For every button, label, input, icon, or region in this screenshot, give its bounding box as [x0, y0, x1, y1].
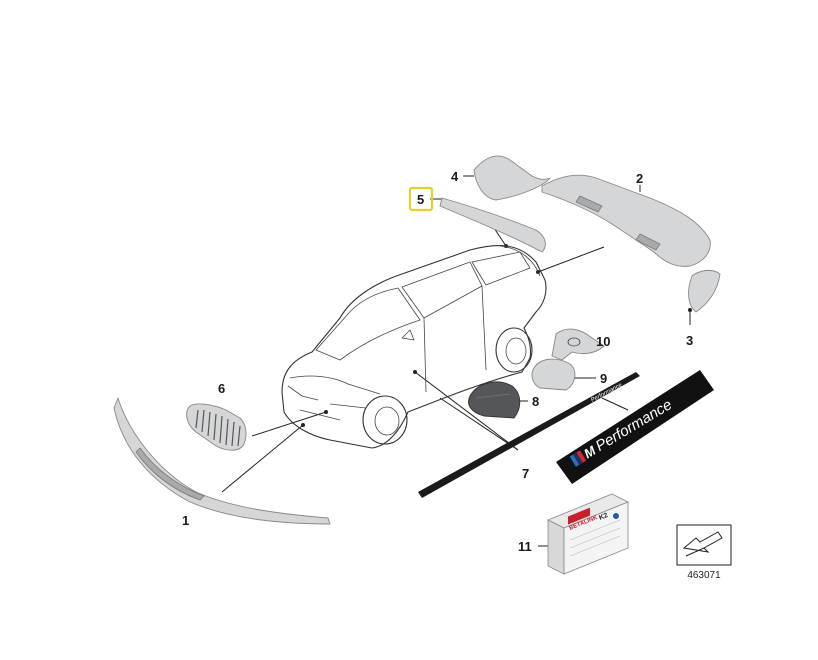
part-5-roof-spoiler [439, 197, 546, 253]
part-10-mirror-bracket [551, 328, 605, 361]
part-3-right-flap [688, 269, 721, 313]
part-number-4: 4 [451, 169, 459, 184]
part-number-5: 5 [417, 192, 424, 207]
part-number-8: 8 [532, 394, 539, 409]
part-1-front-lip [113, 397, 331, 525]
part-number-9: 9 [600, 371, 607, 386]
leader-lines [221, 175, 692, 547]
part-number-3: 3 [686, 333, 693, 348]
vehicle-outline [281, 245, 547, 449]
part-6-kidney-grille [186, 403, 247, 451]
diagram-id-text: 463071 [687, 570, 721, 581]
kit-model-text: K2 [598, 512, 609, 522]
part-9-mirror-cap [531, 358, 576, 391]
decal-large-text: Performance [593, 396, 675, 455]
part-number-10: 10 [596, 334, 610, 349]
part-number-7: 7 [522, 466, 529, 481]
part-number-2: 2 [636, 171, 643, 186]
part-labels: 1 2 3 4 5 6 7 8 9 10 11 [182, 169, 693, 554]
diagram-id-block: 463071 [676, 524, 732, 581]
part-number-11: 11 [518, 539, 532, 554]
part-8-carbon-mirror-cap [468, 381, 521, 419]
part-4-left-flap [473, 155, 551, 201]
highlight-box-5 [408, 186, 434, 212]
part-number-6: 6 [218, 381, 225, 396]
part-2-rear-diffuser [541, 174, 711, 267]
part-11-kit-box: BETALINK K2 [547, 493, 629, 575]
part-number-1: 1 [182, 513, 189, 528]
